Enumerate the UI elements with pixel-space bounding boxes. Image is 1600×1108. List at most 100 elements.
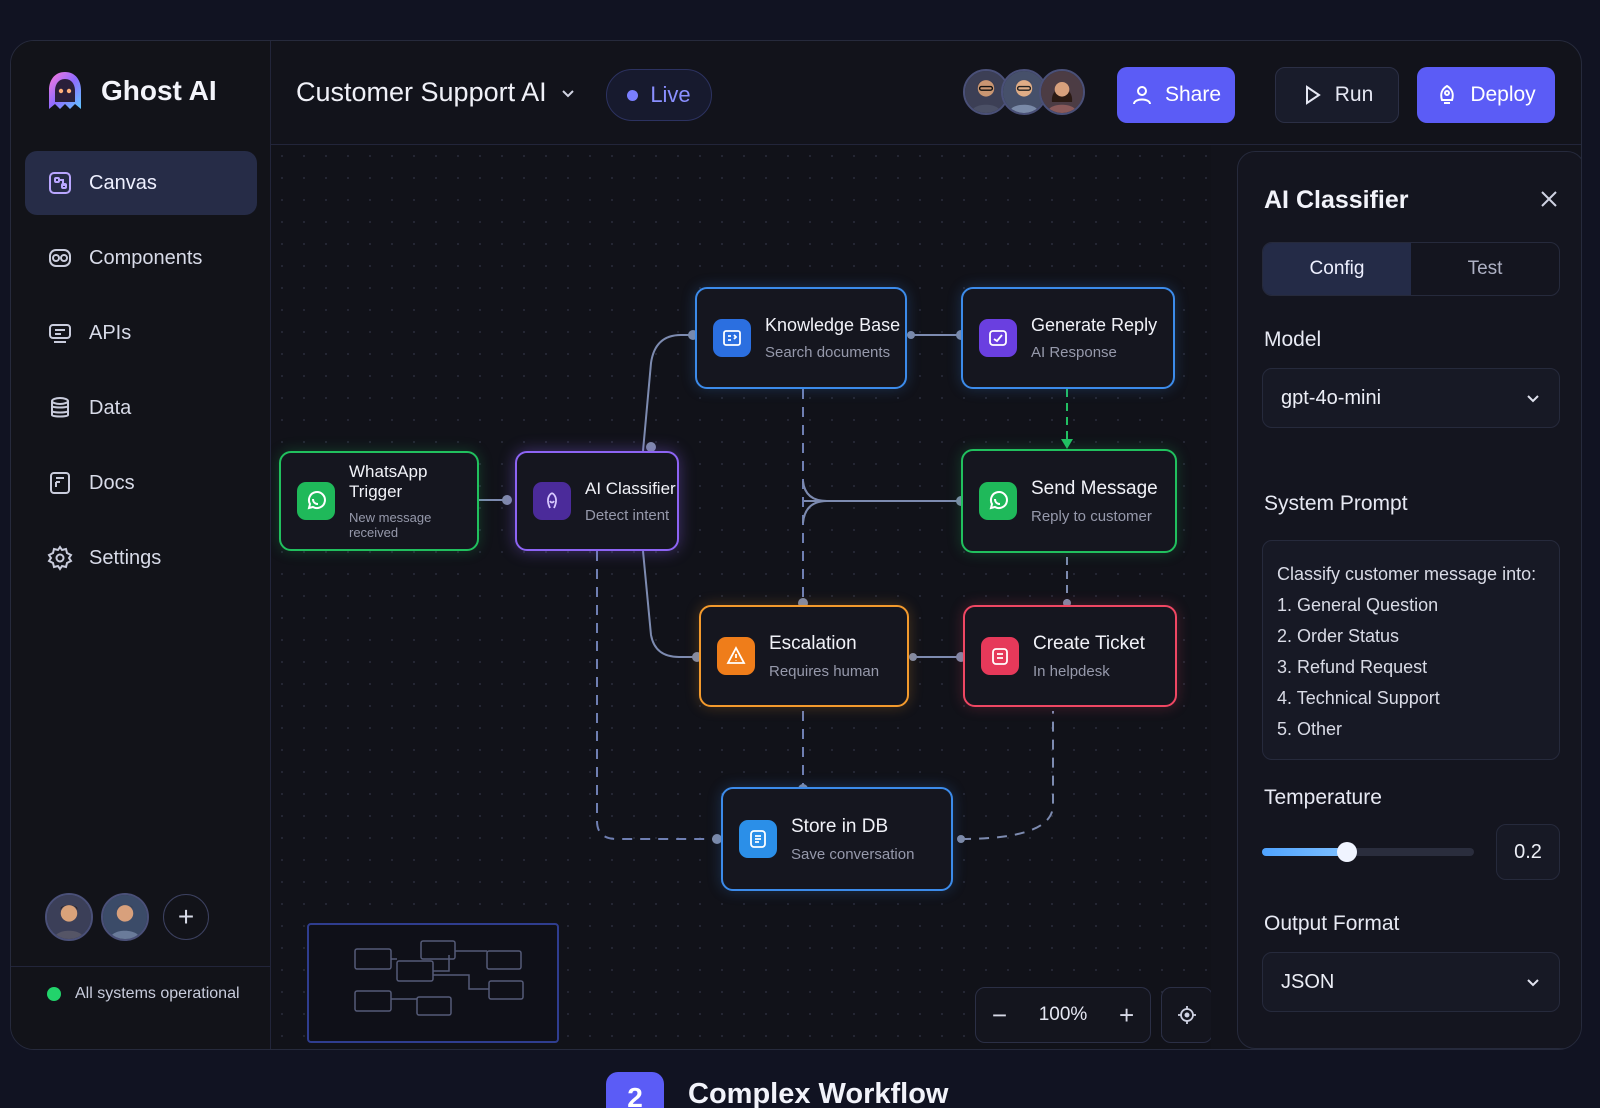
system-prompt-label: System Prompt (1264, 492, 1408, 515)
status-indicator (47, 987, 61, 1001)
avatar[interactable] (1039, 69, 1085, 115)
close-icon[interactable] (1538, 188, 1560, 210)
footer-caption: Complex Workflow (688, 1078, 949, 1108)
node-escalation[interactable]: Escalation Requires human (699, 605, 909, 707)
sidebar-item-components[interactable]: Components (25, 226, 257, 290)
temperature-input[interactable]: 0.2 (1496, 824, 1560, 880)
sidebar-item-docs[interactable]: Docs (25, 451, 257, 515)
system-status: All systems operational (47, 985, 240, 1003)
whatsapp-icon (979, 482, 1017, 520)
share-button[interactable]: Share (1117, 67, 1235, 123)
ai-icon (533, 482, 571, 520)
output-format-label: Output Format (1264, 912, 1400, 935)
tab-config[interactable]: Config (1263, 243, 1411, 295)
step-badge: 2 (606, 1072, 664, 1108)
panel-tabs: Config Test (1262, 242, 1560, 296)
node-subtitle: Detect intent (585, 506, 670, 524)
system-prompt-field[interactable]: Classify customer message into: 1. Gener… (1262, 540, 1560, 760)
workflow-title: Customer Support AI (296, 77, 547, 107)
node-subtitle: Save conversation (791, 845, 915, 863)
prompt-line: 3. Refund Request (1277, 657, 1428, 677)
node-store-in-db[interactable]: Store in DB Save conversation (721, 787, 953, 891)
deploy-label: Deploy (1470, 83, 1536, 106)
prompt-line: 4. Technical Support (1277, 688, 1440, 708)
database-icon (51, 397, 69, 418)
run-label: Run (1334, 83, 1374, 106)
workflow-canvas[interactable]: WhatsApp Trigger New message received AI… (271, 145, 1211, 1049)
chevron-down-icon (1527, 979, 1539, 987)
panel-title: AI Classifier (1264, 186, 1409, 214)
avatar[interactable] (101, 893, 149, 941)
node-ai-classifier[interactable]: AI Classifier Detect intent (515, 451, 679, 551)
collaborators (963, 69, 1085, 115)
deploy-button[interactable]: Deploy (1417, 67, 1555, 123)
share-label: Share (1164, 83, 1222, 106)
slider-thumb[interactable] (1336, 842, 1357, 862)
sidebar-item-data[interactable]: Data (25, 376, 257, 440)
rocket-icon (1440, 84, 1455, 104)
prompt-line: Classify customer message into: (1277, 564, 1537, 584)
top-bar: Customer Support AI Live Share Run Deplo… (271, 41, 1581, 145)
sidebar-item-label: Settings (89, 546, 162, 569)
database-icon (739, 820, 777, 858)
knowledge-icon (713, 319, 751, 357)
node-whatsapp-trigger[interactable]: WhatsApp Trigger New message received (279, 451, 479, 551)
node-subtitle: Requires human (769, 662, 880, 680)
edge-branch-curve (802, 480, 828, 502)
sidebar-item-apis[interactable]: APIs (25, 301, 257, 365)
sidebar-item-label: Canvas (89, 171, 157, 194)
node-create-ticket[interactable]: Create Ticket In helpdesk (963, 605, 1177, 707)
node-subtitle: Reply to customer (1031, 507, 1152, 525)
temperature-slider[interactable] (1262, 842, 1474, 862)
zoom-in-button[interactable]: + (1118, 999, 1135, 1030)
connections (467, 330, 1073, 844)
node-subtitle: In helpdesk (1033, 662, 1110, 680)
live-label: Live (650, 82, 691, 107)
app-name: Ghost AI (101, 75, 217, 106)
alert-icon (717, 637, 755, 675)
node-title: Store in DB (791, 815, 889, 837)
zoom-out-button[interactable]: − (991, 999, 1008, 1030)
node-send-message[interactable]: Send Message Reply to customer (961, 449, 1177, 553)
run-button[interactable]: Run (1275, 67, 1399, 123)
add-user-button[interactable]: + (163, 894, 209, 940)
sidebar-nav: Canvas Components APIs Data Docs Setting… (25, 151, 257, 601)
sidebar-item-label: APIs (89, 321, 132, 344)
node-subtitle: New message received (349, 510, 432, 540)
workflow-selector[interactable]: Customer Support AI (296, 77, 577, 108)
brand[interactable]: Ghost AI (43, 69, 217, 113)
slider-fill (1262, 848, 1347, 856)
users-icon (1132, 86, 1151, 105)
model-label: Model (1264, 328, 1322, 351)
prompt-line: 1. General Question (1277, 595, 1439, 615)
prompt-line: 2. Order Status (1277, 626, 1400, 646)
sidebar-item-label: Data (89, 396, 132, 419)
tab-test[interactable]: Test (1467, 258, 1503, 279)
recenter-button[interactable] (1161, 987, 1211, 1043)
node-title: Knowledge Base (765, 315, 901, 335)
node-subtitle: Search documents (765, 344, 891, 361)
output-format-select[interactable]: JSON (1262, 952, 1560, 1012)
edge-classifier-store (596, 551, 717, 840)
temperature-label: Temperature (1264, 786, 1382, 809)
edge-branch-curve-lower (802, 500, 828, 524)
node-title: Send Message (1031, 477, 1158, 499)
edge-classifier-knowledge (642, 334, 693, 452)
model-select[interactable]: gpt-4o-mini (1262, 368, 1560, 428)
ticket-icon (981, 637, 1019, 675)
sidebar-item-settings[interactable]: Settings (25, 526, 257, 590)
node-generate-reply[interactable]: Generate Reply AI Response (961, 287, 1175, 389)
sidebar-item-canvas[interactable]: Canvas (25, 151, 257, 215)
play-icon (1305, 85, 1321, 105)
status-text: All systems operational (75, 985, 240, 1002)
model-value: gpt-4o-mini (1281, 386, 1382, 409)
ghost-logo-icon (49, 72, 81, 109)
minimap[interactable] (307, 923, 559, 1043)
avatar[interactable] (45, 893, 93, 941)
chevron-down-icon (561, 89, 574, 97)
edge-classifier-escalation (642, 550, 697, 658)
prompt-line: 5. Other (1277, 719, 1343, 739)
gear-icon (47, 545, 73, 571)
node-knowledge-base[interactable]: Knowledge Base Search documents (695, 287, 907, 389)
node-title: WhatsApp Trigger (349, 462, 428, 501)
